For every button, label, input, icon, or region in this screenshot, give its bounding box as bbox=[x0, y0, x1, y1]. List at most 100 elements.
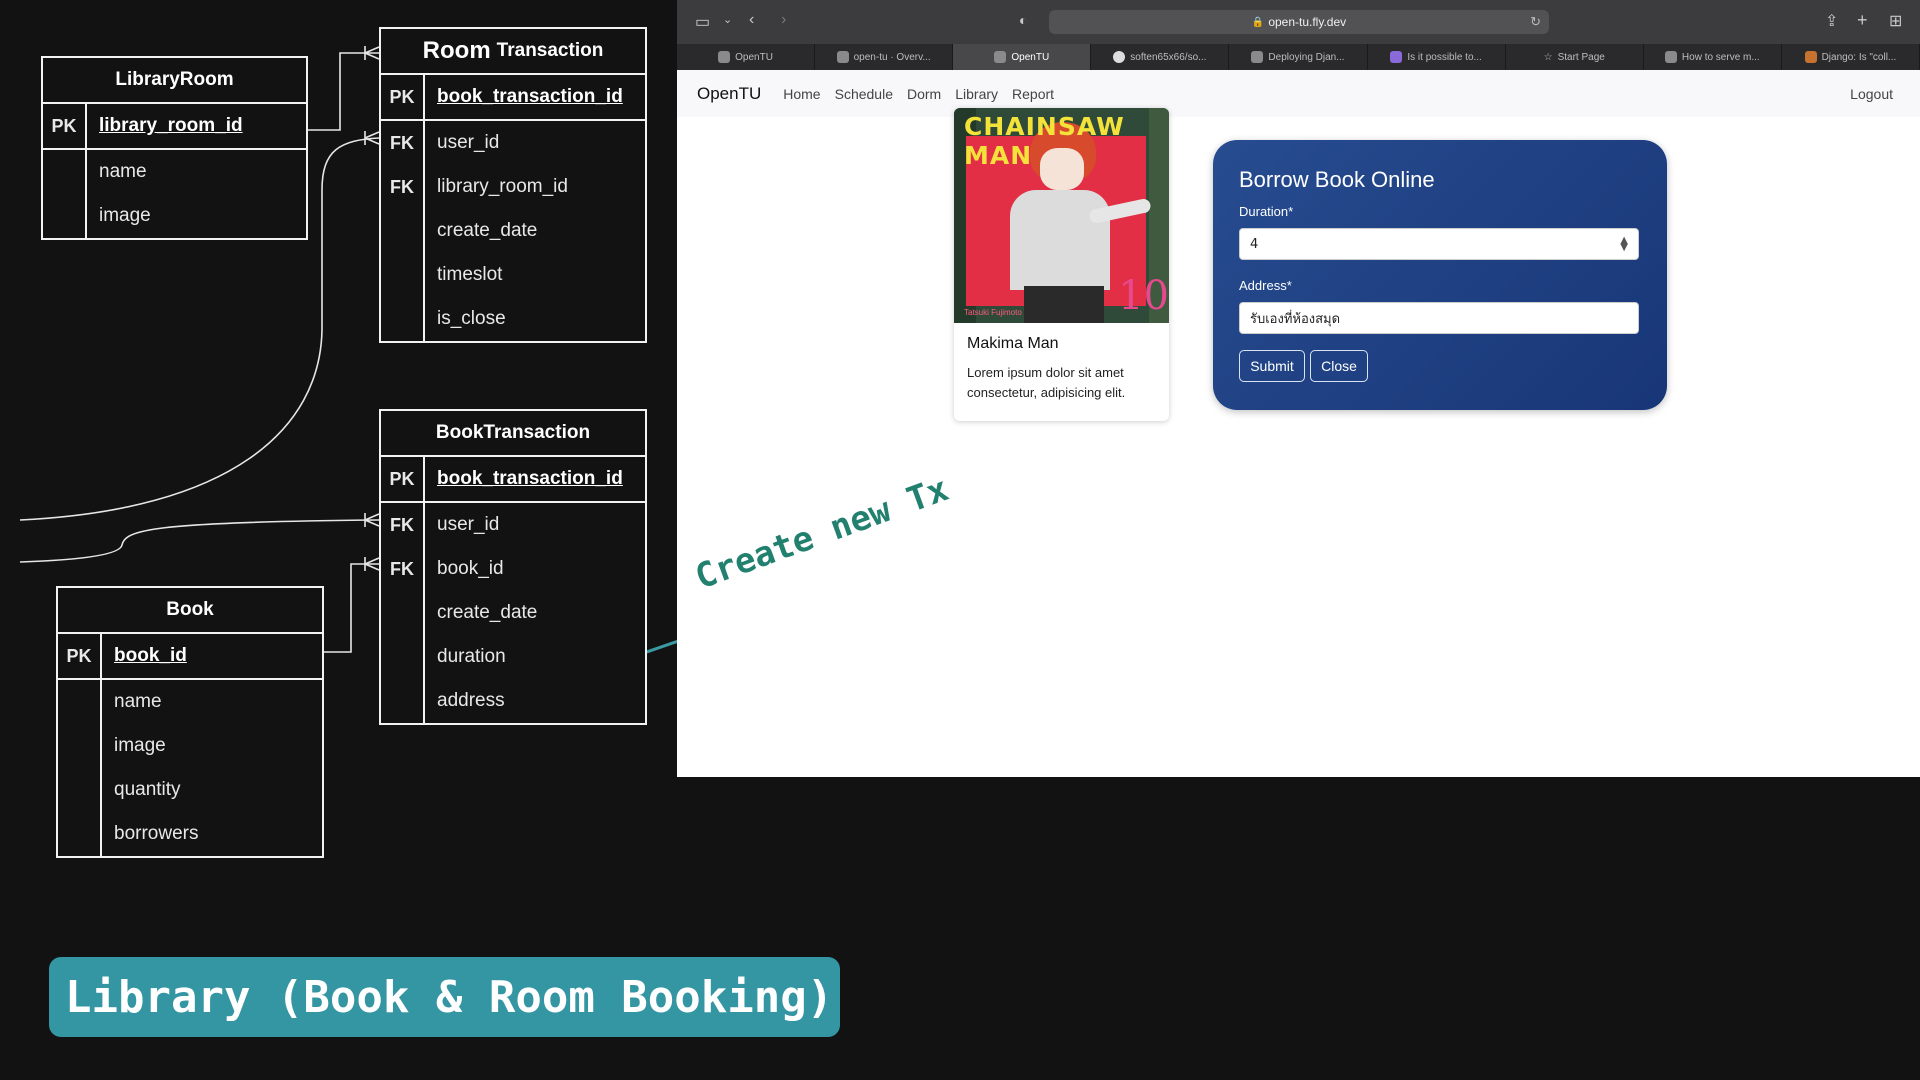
er-table-book-transaction: BookTransaction PK book_transaction_id F… bbox=[379, 409, 647, 725]
favicon-icon bbox=[836, 51, 849, 63]
book-card[interactable]: CHAINSAW MAN 10 Tatsuki Fujimoto Makima … bbox=[954, 108, 1169, 421]
address-input[interactable]: รับเองที่ห้องสมุด bbox=[1239, 302, 1639, 334]
browser-tab[interactable]: soften65x66/so... bbox=[1091, 44, 1230, 70]
favicon-icon bbox=[718, 51, 731, 63]
crowfoot-room-pk bbox=[364, 46, 380, 60]
pk-key: PK bbox=[381, 75, 425, 119]
field-name: name bbox=[99, 161, 147, 182]
fk-key: FK bbox=[381, 547, 425, 591]
pk-field: book_id bbox=[114, 645, 187, 666]
tab-overview-icon[interactable]: ⊞ bbox=[1889, 13, 1903, 30]
connector-room-user bbox=[19, 137, 380, 521]
pk-key: PK bbox=[43, 104, 87, 148]
star-icon: ☆ bbox=[1543, 51, 1553, 63]
browser-toolbar: ▭ ⌄ ‹ › ◐ 🔒 open-tu.fly.dev ↻ ⇪ + ⊞ bbox=[677, 0, 1920, 44]
submit-button[interactable]: Submit bbox=[1239, 350, 1305, 382]
er-table-title: LibraryRoom bbox=[43, 58, 306, 104]
address-bar[interactable]: 🔒 open-tu.fly.dev ↻ bbox=[1049, 10, 1549, 34]
favicon-icon bbox=[1390, 51, 1403, 63]
browser-tab[interactable]: Deploying Djan... bbox=[1229, 44, 1368, 70]
field: library_room_id bbox=[437, 176, 568, 197]
er-row: FK library_room_id bbox=[381, 165, 645, 209]
er-pk-row: PK book_transaction_id bbox=[381, 457, 645, 503]
fk-key: FK bbox=[381, 165, 425, 209]
er-pk-row: PK library_room_id bbox=[43, 104, 306, 150]
browser-tab[interactable]: OpenTU bbox=[677, 44, 816, 70]
browser-tab[interactable]: How to serve m... bbox=[1644, 44, 1782, 70]
field: duration bbox=[437, 646, 506, 667]
privacy-shield-icon[interactable]: ◐ bbox=[1019, 12, 1028, 28]
crowfoot-book-user bbox=[364, 513, 380, 527]
book-description: Lorem ipsum dolor sit amet consectetur, … bbox=[967, 365, 1126, 400]
field: create_date bbox=[437, 602, 538, 623]
er-row: duration bbox=[381, 635, 645, 679]
nav-link-dorm[interactable]: Dorm bbox=[907, 85, 942, 102]
new-tab-icon[interactable]: + bbox=[1857, 10, 1868, 30]
crowfoot-book-id bbox=[364, 557, 380, 571]
title-transaction: Transaction bbox=[496, 40, 604, 61]
browser-tab[interactable]: Django: Is "coll... bbox=[1782, 44, 1920, 70]
browser-tab[interactable]: ☆Start Page bbox=[1506, 44, 1644, 70]
er-row: address bbox=[381, 679, 645, 723]
pk-field: library_room_id bbox=[99, 115, 243, 136]
field: is_close bbox=[437, 308, 506, 329]
pk-field: book_transaction_id bbox=[437, 86, 623, 107]
field-image: image bbox=[99, 205, 151, 226]
er-table-title: Room Transaction bbox=[381, 29, 645, 75]
er-pk-row: PK book_transaction_id bbox=[381, 75, 645, 121]
nav-link-report[interactable]: Report bbox=[1012, 85, 1055, 102]
nav-link-schedule[interactable]: Schedule bbox=[834, 85, 893, 102]
pk-key: PK bbox=[381, 457, 425, 501]
fk-key: FK bbox=[381, 121, 425, 165]
back-icon[interactable]: ‹ bbox=[749, 11, 755, 28]
address-label: Address* bbox=[1239, 278, 1292, 293]
slide-title-banner: Library (Book & Room Booking) bbox=[49, 957, 840, 1037]
field: user_id bbox=[437, 132, 500, 153]
logout-link[interactable]: Logout bbox=[1850, 85, 1893, 102]
nav-link-home[interactable]: Home bbox=[783, 85, 821, 102]
tab-bar: OpenTU open-tu · Overv... OpenTU soften6… bbox=[677, 44, 1920, 70]
share-icon[interactable]: ⇪ bbox=[1825, 13, 1839, 30]
field: create_date bbox=[437, 220, 538, 241]
forward-icon[interactable]: › bbox=[781, 11, 787, 28]
pk-field: book_transaction_id bbox=[437, 468, 623, 489]
cover-logo: CHAINSAW MAN bbox=[964, 112, 1125, 170]
er-row: quantity bbox=[58, 768, 322, 812]
title-room: Room bbox=[422, 37, 491, 64]
cover-author: Tatsuki Fujimoto bbox=[964, 308, 1022, 317]
er-row: is_close bbox=[381, 297, 645, 341]
field: timeslot bbox=[437, 264, 503, 285]
field: user_id bbox=[437, 514, 500, 535]
er-row: name bbox=[43, 150, 306, 194]
stepper-icon[interactable]: ▲▼ bbox=[1620, 235, 1628, 253]
field: address bbox=[437, 690, 505, 711]
er-table-title: BookTransaction bbox=[381, 411, 645, 457]
duration-input[interactable]: 4 ▲▼ bbox=[1239, 228, 1639, 260]
favicon-icon bbox=[1251, 51, 1264, 63]
nav-link-library[interactable]: Library bbox=[955, 85, 999, 102]
connector-room-pk bbox=[306, 52, 379, 131]
field: quantity bbox=[114, 779, 181, 800]
sidebar-toggle-icon[interactable]: ▭ bbox=[695, 14, 711, 31]
address-value: รับเองที่ห้องสมุด bbox=[1250, 311, 1341, 327]
er-row: create_date bbox=[381, 209, 645, 253]
crowfoot-room-user bbox=[364, 131, 380, 145]
github-icon bbox=[1113, 51, 1126, 63]
cover-volume: 10 bbox=[1118, 273, 1169, 319]
field: image bbox=[114, 735, 166, 756]
er-table-title: Book bbox=[58, 588, 322, 634]
lock-icon: 🔒 bbox=[1251, 16, 1265, 28]
er-row: image bbox=[58, 724, 322, 768]
duration-value: 4 bbox=[1250, 236, 1259, 252]
er-table-room-transaction: Room Transaction PK book_transaction_id … bbox=[379, 27, 647, 343]
chevron-down-icon[interactable]: ⌄ bbox=[723, 14, 733, 26]
browser-tab-active[interactable]: OpenTU bbox=[953, 44, 1092, 70]
er-row: FK user_id bbox=[381, 121, 645, 165]
navbar-brand[interactable]: OpenTU bbox=[697, 83, 762, 103]
reload-icon[interactable]: ↻ bbox=[1530, 14, 1541, 29]
field: book_id bbox=[437, 558, 504, 579]
close-button[interactable]: Close bbox=[1310, 350, 1368, 382]
browser-tab[interactable]: open-tu · Overv... bbox=[815, 44, 954, 70]
browser-tab[interactable]: Is it possible to... bbox=[1368, 44, 1506, 70]
er-row: borrowers bbox=[58, 812, 322, 856]
